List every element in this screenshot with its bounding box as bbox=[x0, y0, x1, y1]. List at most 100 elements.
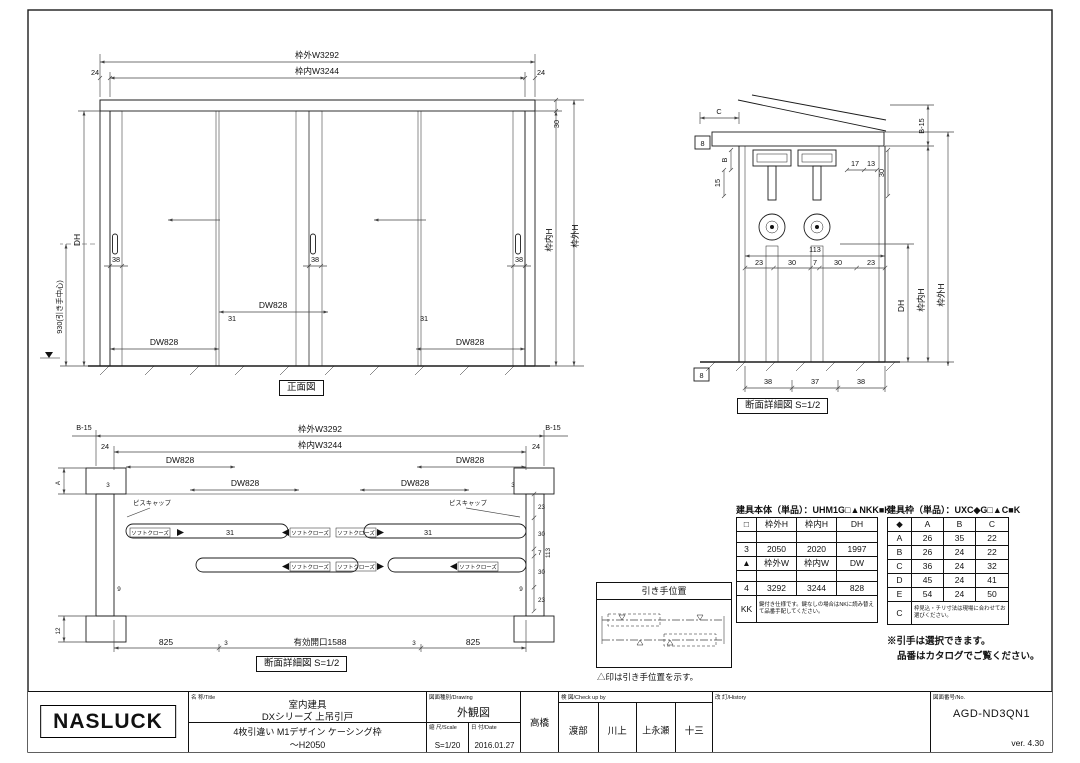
checker-cell: 渡部 bbox=[559, 702, 598, 752]
dim-label: 8 bbox=[699, 371, 703, 380]
cell: 22 bbox=[975, 531, 1009, 546]
dim-label: 24 bbox=[101, 442, 109, 451]
table-row: KK 鍵付き仕様です。鍵なしの場合はNKに読み替えて品番手配してください。 bbox=[736, 595, 878, 623]
door-handle bbox=[310, 233, 316, 255]
drawing-number: AGD-ND3QN1 bbox=[952, 708, 1031, 720]
soft-close-arrow bbox=[282, 563, 289, 570]
door-body-table-title: 建具本体（単品）：UHM1G□▲NKK■K bbox=[736, 505, 891, 515]
cell: 2050 bbox=[756, 542, 797, 557]
cell: 24 bbox=[943, 545, 976, 560]
history-label: 改 訂/History bbox=[715, 695, 747, 701]
cell: A bbox=[887, 531, 912, 546]
cell: 4 bbox=[736, 581, 757, 596]
cell: 828 bbox=[836, 581, 878, 596]
soft-close-arrow bbox=[177, 529, 184, 536]
cell: DH bbox=[836, 517, 878, 532]
soft-close-label: ソフトクローズ bbox=[459, 563, 497, 571]
dim-label: 23 bbox=[538, 597, 546, 604]
table-row: ▲ 枠外W 枠内W DW bbox=[736, 556, 878, 571]
logo-cell: NASLUCK bbox=[28, 692, 188, 752]
cell: 1997 bbox=[836, 542, 878, 557]
check-cell: 検 図/Check up by 渡部 川上 上永瀬 十三 bbox=[558, 692, 712, 752]
cell: 36 bbox=[911, 559, 944, 574]
handle-position-note: △印は引き手位置を示す。 bbox=[597, 672, 699, 682]
door-handle bbox=[112, 233, 118, 255]
drawing-title-line: 4枚引違い M1デザイン ケーシング枠 bbox=[233, 727, 382, 737]
dim-label: B-15 bbox=[545, 423, 560, 432]
dim-label: 30 bbox=[834, 258, 842, 267]
date-value: 2016.01.27 bbox=[474, 741, 515, 750]
left-casing bbox=[85, 615, 127, 643]
screw-cap-label: ピスキャップ bbox=[133, 499, 171, 507]
dim-label: 3 bbox=[412, 640, 416, 647]
dim-label: 113 bbox=[809, 245, 821, 254]
dim-inner-width: 枠内W3244 bbox=[295, 66, 339, 76]
dim-label: 113 bbox=[545, 547, 552, 558]
dim-door-width: DW828 bbox=[259, 300, 288, 310]
door-leaf-plan bbox=[195, 557, 359, 573]
title-cell: 名 称/Title 室内建具 DXシリーズ 上吊引戸 4枚引違い M1デザイン … bbox=[188, 692, 426, 752]
cell: 45 bbox=[911, 573, 944, 588]
soft-close-arrow bbox=[377, 529, 384, 536]
cell: 54 bbox=[911, 587, 944, 602]
title-label: 名 称/Title bbox=[191, 695, 216, 701]
dim-label: 38 bbox=[112, 255, 120, 264]
cell: C bbox=[887, 601, 912, 625]
plan-view-caption: 断面詳細図 S=1/2 bbox=[256, 656, 348, 673]
dim-label: 31 bbox=[424, 528, 432, 537]
dim-label: 12 bbox=[55, 627, 62, 635]
door-body-table: 建具本体（単品）：UHM1G□▲NKK■K □ 枠外H 枠内H DH 3 205… bbox=[736, 503, 891, 623]
ground-level-mark bbox=[45, 352, 53, 358]
dim-outer-height: 枠外H bbox=[936, 283, 946, 306]
door-handle bbox=[515, 233, 521, 255]
hanger-track bbox=[797, 149, 837, 167]
table-row bbox=[736, 570, 878, 582]
handle-mark-triangle bbox=[666, 639, 674, 646]
dim-label: C bbox=[716, 107, 721, 116]
cell: B bbox=[887, 545, 912, 560]
soft-close-arrow bbox=[377, 563, 384, 570]
cell: D bbox=[887, 573, 912, 588]
dim-label: 30 bbox=[552, 120, 561, 128]
title-block: NASLUCK 名 称/Title 室内建具 DXシリーズ 上吊引戸 4枚引違い… bbox=[28, 691, 1052, 753]
checker-name: 十三 bbox=[684, 725, 704, 737]
dim-outer-height: 枠外H bbox=[570, 224, 580, 247]
table-row: C 36 24 32 bbox=[887, 559, 1009, 574]
dim-label: 38 bbox=[515, 255, 523, 264]
dim-label: 30 bbox=[538, 531, 546, 538]
right-jamb bbox=[525, 493, 545, 617]
door-leaf-plan bbox=[387, 557, 527, 573]
cell: 24 bbox=[943, 573, 976, 588]
dim-label: 13 bbox=[867, 159, 875, 168]
cell: A bbox=[911, 517, 944, 532]
soft-close-label: ソフトクローズ bbox=[131, 529, 169, 537]
dim-inner-height: 枠内H bbox=[544, 228, 554, 251]
scale-cell: 縮 尺/Scale S=1/20 bbox=[427, 722, 469, 753]
cell: 24 bbox=[943, 559, 976, 574]
soft-close-label: ソフトクローズ bbox=[337, 563, 375, 571]
cell: C bbox=[887, 559, 912, 574]
dim-label: B bbox=[720, 157, 729, 162]
dim-label: 38 bbox=[857, 377, 865, 386]
dim-label: 38 bbox=[764, 377, 772, 386]
cell: 3292 bbox=[756, 581, 797, 596]
cell: ▲ bbox=[736, 556, 757, 571]
table-note: 枠見込・チリ寸法は現場に合わせてお選びください。 bbox=[911, 601, 1009, 625]
dim-inner-width: 枠内W3244 bbox=[298, 440, 342, 450]
dim-label: 825 bbox=[159, 637, 173, 647]
right-casing bbox=[513, 615, 555, 643]
drawing-title-line: 室内建具 bbox=[288, 700, 327, 711]
date-cell: 日 付/Date 2016.01.27 bbox=[469, 722, 520, 753]
front-view-caption: 正面図 bbox=[279, 380, 324, 397]
cell: KK bbox=[736, 595, 757, 623]
plan-view-dimensions: 枠外W3292 枠内W3244 24 24 B-15 B-15 DW828 DW… bbox=[55, 423, 568, 652]
cell: DW bbox=[836, 556, 878, 571]
soft-close-arrow bbox=[282, 529, 289, 536]
section-view-linework bbox=[700, 94, 900, 372]
left-casing bbox=[85, 467, 127, 495]
table-row: B 26 24 22 bbox=[887, 545, 1009, 560]
checker-cell: 十三 bbox=[674, 702, 714, 752]
author-name: 高橋 bbox=[529, 718, 549, 729]
